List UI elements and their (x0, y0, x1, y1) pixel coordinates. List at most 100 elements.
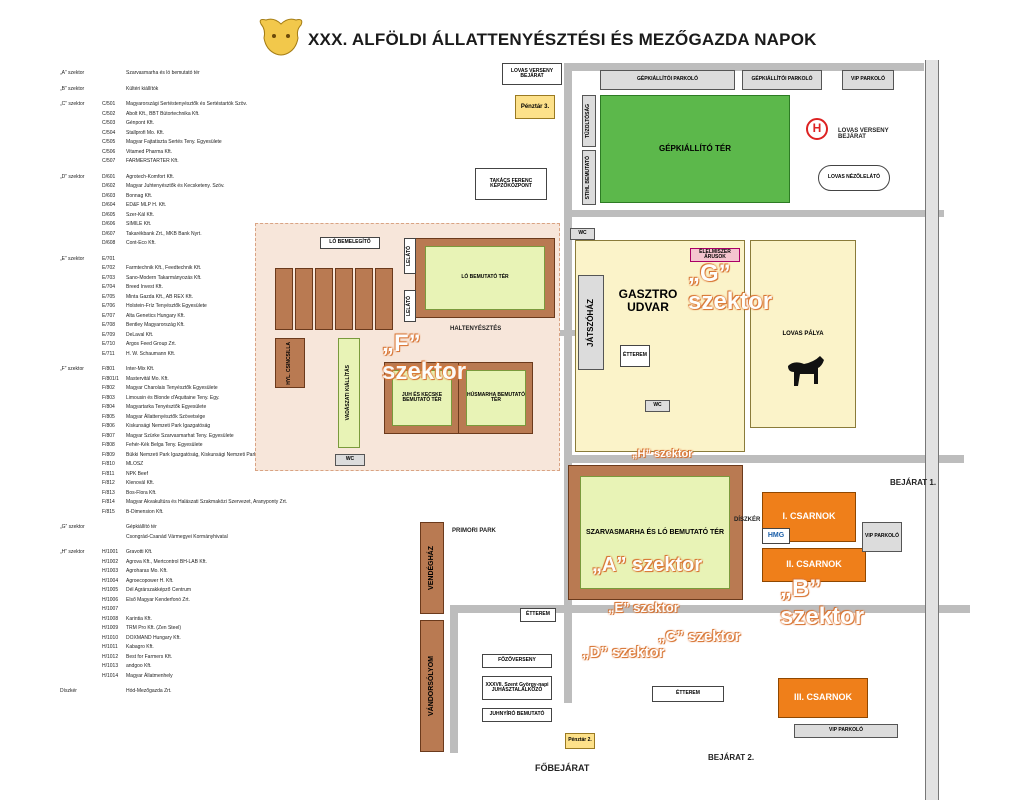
legend-name: Breed Invest Kft. (126, 284, 163, 290)
vip-parkolo-top: VIP PARKOLÓ (842, 70, 894, 90)
legend-name: Cont-Eco Kft. (126, 240, 156, 246)
legend-name: DeLaval Kft. (126, 331, 154, 338)
road (925, 60, 939, 800)
sektor-e-label: „E” szektor (608, 600, 679, 615)
gepkiallito-parkolo-2: GÉPKIÁLLÍTÓI PARKOLÓ (742, 70, 822, 90)
vendeghaz: VENDÉGHÁZ (420, 522, 444, 614)
lo-bemelegito: LÓ BEMELEGÍTŐ (320, 237, 380, 249)
legend-code: C/505 (102, 139, 116, 145)
legend-code: F/805 (102, 413, 115, 420)
sektor-f-label: „F” szektor (382, 330, 467, 385)
legend-name: Magyarországi Sertéstenyésztők és Sertés… (126, 101, 248, 107)
legend-code: H/1012 (102, 653, 119, 660)
legend-code: H/1006 (102, 596, 119, 603)
legend-code: H/1013 (102, 663, 119, 669)
legend-sector: „B” szektor (60, 85, 85, 92)
legend-name: Bükki Nemzeti Park Igazgatóság, Kiskunsá… (126, 451, 286, 458)
legend-sector: „A” szektor (60, 70, 85, 76)
legend-name: MLOSZ (126, 461, 144, 467)
legend-name: H. W. Schaumann Kft. (126, 350, 176, 357)
legend-name: Kabagro Kft. (126, 644, 154, 650)
sektor-d-label: „D” szektor (582, 644, 665, 661)
gepkiallito-parkolo: GÉPKIÁLLÍTÓI PARKOLÓ (600, 70, 735, 90)
legend-code: F/808 (102, 442, 115, 448)
legend-row: Csongrád-Csanád Vármegyei Kormányhivatal (50, 534, 380, 542)
page-title: XXX. ALFÖLDI ÁLLATTENYÉSZTÉSI ÉS MEZŐGAZ… (308, 30, 817, 49)
legend-code: E/709 (102, 331, 116, 338)
vip-parkolo-2: VIP PARKOLÓ (794, 724, 898, 738)
cattle-head-logo-icon (259, 18, 303, 56)
legend-code: H/1011 (102, 644, 118, 650)
legend-code: F/815 (102, 508, 115, 515)
legend-name: Gépkiállító tér (126, 524, 157, 530)
legend-row: H/1014 Magyar Állatmenhely (50, 673, 380, 681)
hyl-label: HYL. CSINCSILLA (286, 341, 293, 385)
lovas-palya: LOVAS PÁLYA (750, 240, 856, 428)
jatszohaz: JÁTSZÓHÁZ (578, 275, 604, 370)
legend-name: Agrotech-Komfort Kft. (126, 173, 175, 180)
legend-row: F/803 Limousin és Blonde d'Aquitaine Teny… (50, 395, 380, 403)
legend-name: Magyar Állatmenhely (126, 672, 173, 679)
bejarat-2-label: BEJÁRAT 2. (708, 753, 755, 762)
legend-code: E/711 (102, 350, 115, 357)
legend-code: H/1014 (102, 672, 119, 679)
legend-sector: „F” szektor (60, 366, 84, 372)
legend-name: Limousin és Blonde d'Aquitaine Teny. Egy… (126, 394, 220, 401)
legend-code: F/801 (102, 366, 115, 372)
legend-sector: „C” szektor (60, 101, 85, 107)
legend-code: F/806 (102, 423, 115, 429)
legend-code: F/811 (102, 470, 115, 477)
road (564, 455, 964, 463)
legend-row: C/506 Vitamed Pharma Kft. (50, 149, 380, 157)
csarnok-2: II. CSARNOK (762, 548, 866, 582)
legend-code: F/803 (102, 394, 115, 401)
legend-name: Alta Genetics Hungary Kft. (126, 312, 185, 319)
legend-code: C/507 (102, 158, 116, 164)
legend-code: F/813 (102, 489, 115, 496)
legend-name: ED&F MLP H. Kft. (126, 202, 167, 208)
legend-code: C/506 (102, 148, 116, 155)
legend-name: Génpont Kft. (126, 120, 155, 126)
legend-code: H/1002 (102, 558, 119, 565)
legend-name: Vitamed Pharma Kft. (126, 148, 173, 155)
legend-row: „C” szektor C/501 Magyarországi Sertésteny… (50, 101, 380, 109)
legend-row: H/1011 Kabagro Kft. (50, 644, 380, 652)
juh-bemutato-ter: JUH ÉS KECSKE BEMUTATÓ TÉR (392, 370, 452, 426)
header: XXX. ALFÖLDI ÁLLATTENYÉSZTÉSI ÉS MEZŐGAZ… (0, 0, 1024, 62)
lovas-verseny-bejarat-2: LOVAS VERSENY BEJÁRAT (838, 128, 889, 140)
lobox-3 (315, 268, 333, 330)
legend-name: Magyar Fajtatiszta Sertés Teny. Egyesüle… (126, 139, 222, 145)
legend-name: Magyar Akvakultúra és Halászati Szakmakö… (126, 499, 288, 505)
csarnok-3: III. CSARNOK (778, 678, 868, 718)
lobox-5 (355, 268, 373, 330)
legend-code: C/501 (102, 101, 116, 107)
vandorsolyom: VÁNDORSÓLYOM (420, 620, 444, 752)
sektor-c-label: „C” szektor (658, 628, 741, 645)
road (564, 63, 924, 71)
legend-code: H/1009 (102, 625, 119, 631)
elelmiszer-arusok: ÉLELMISZER ÁRUSOK (690, 248, 740, 262)
vadaszati-label: VADÁSZATI KIÁLLÍTÁS (345, 365, 352, 421)
legend-name: Holstein-Fríz Tenyésztők Egyesülete (126, 303, 207, 309)
road (564, 63, 572, 703)
legend-name: SIMILE Kft. (126, 221, 152, 227)
legend-code: H/1008 (102, 615, 119, 622)
